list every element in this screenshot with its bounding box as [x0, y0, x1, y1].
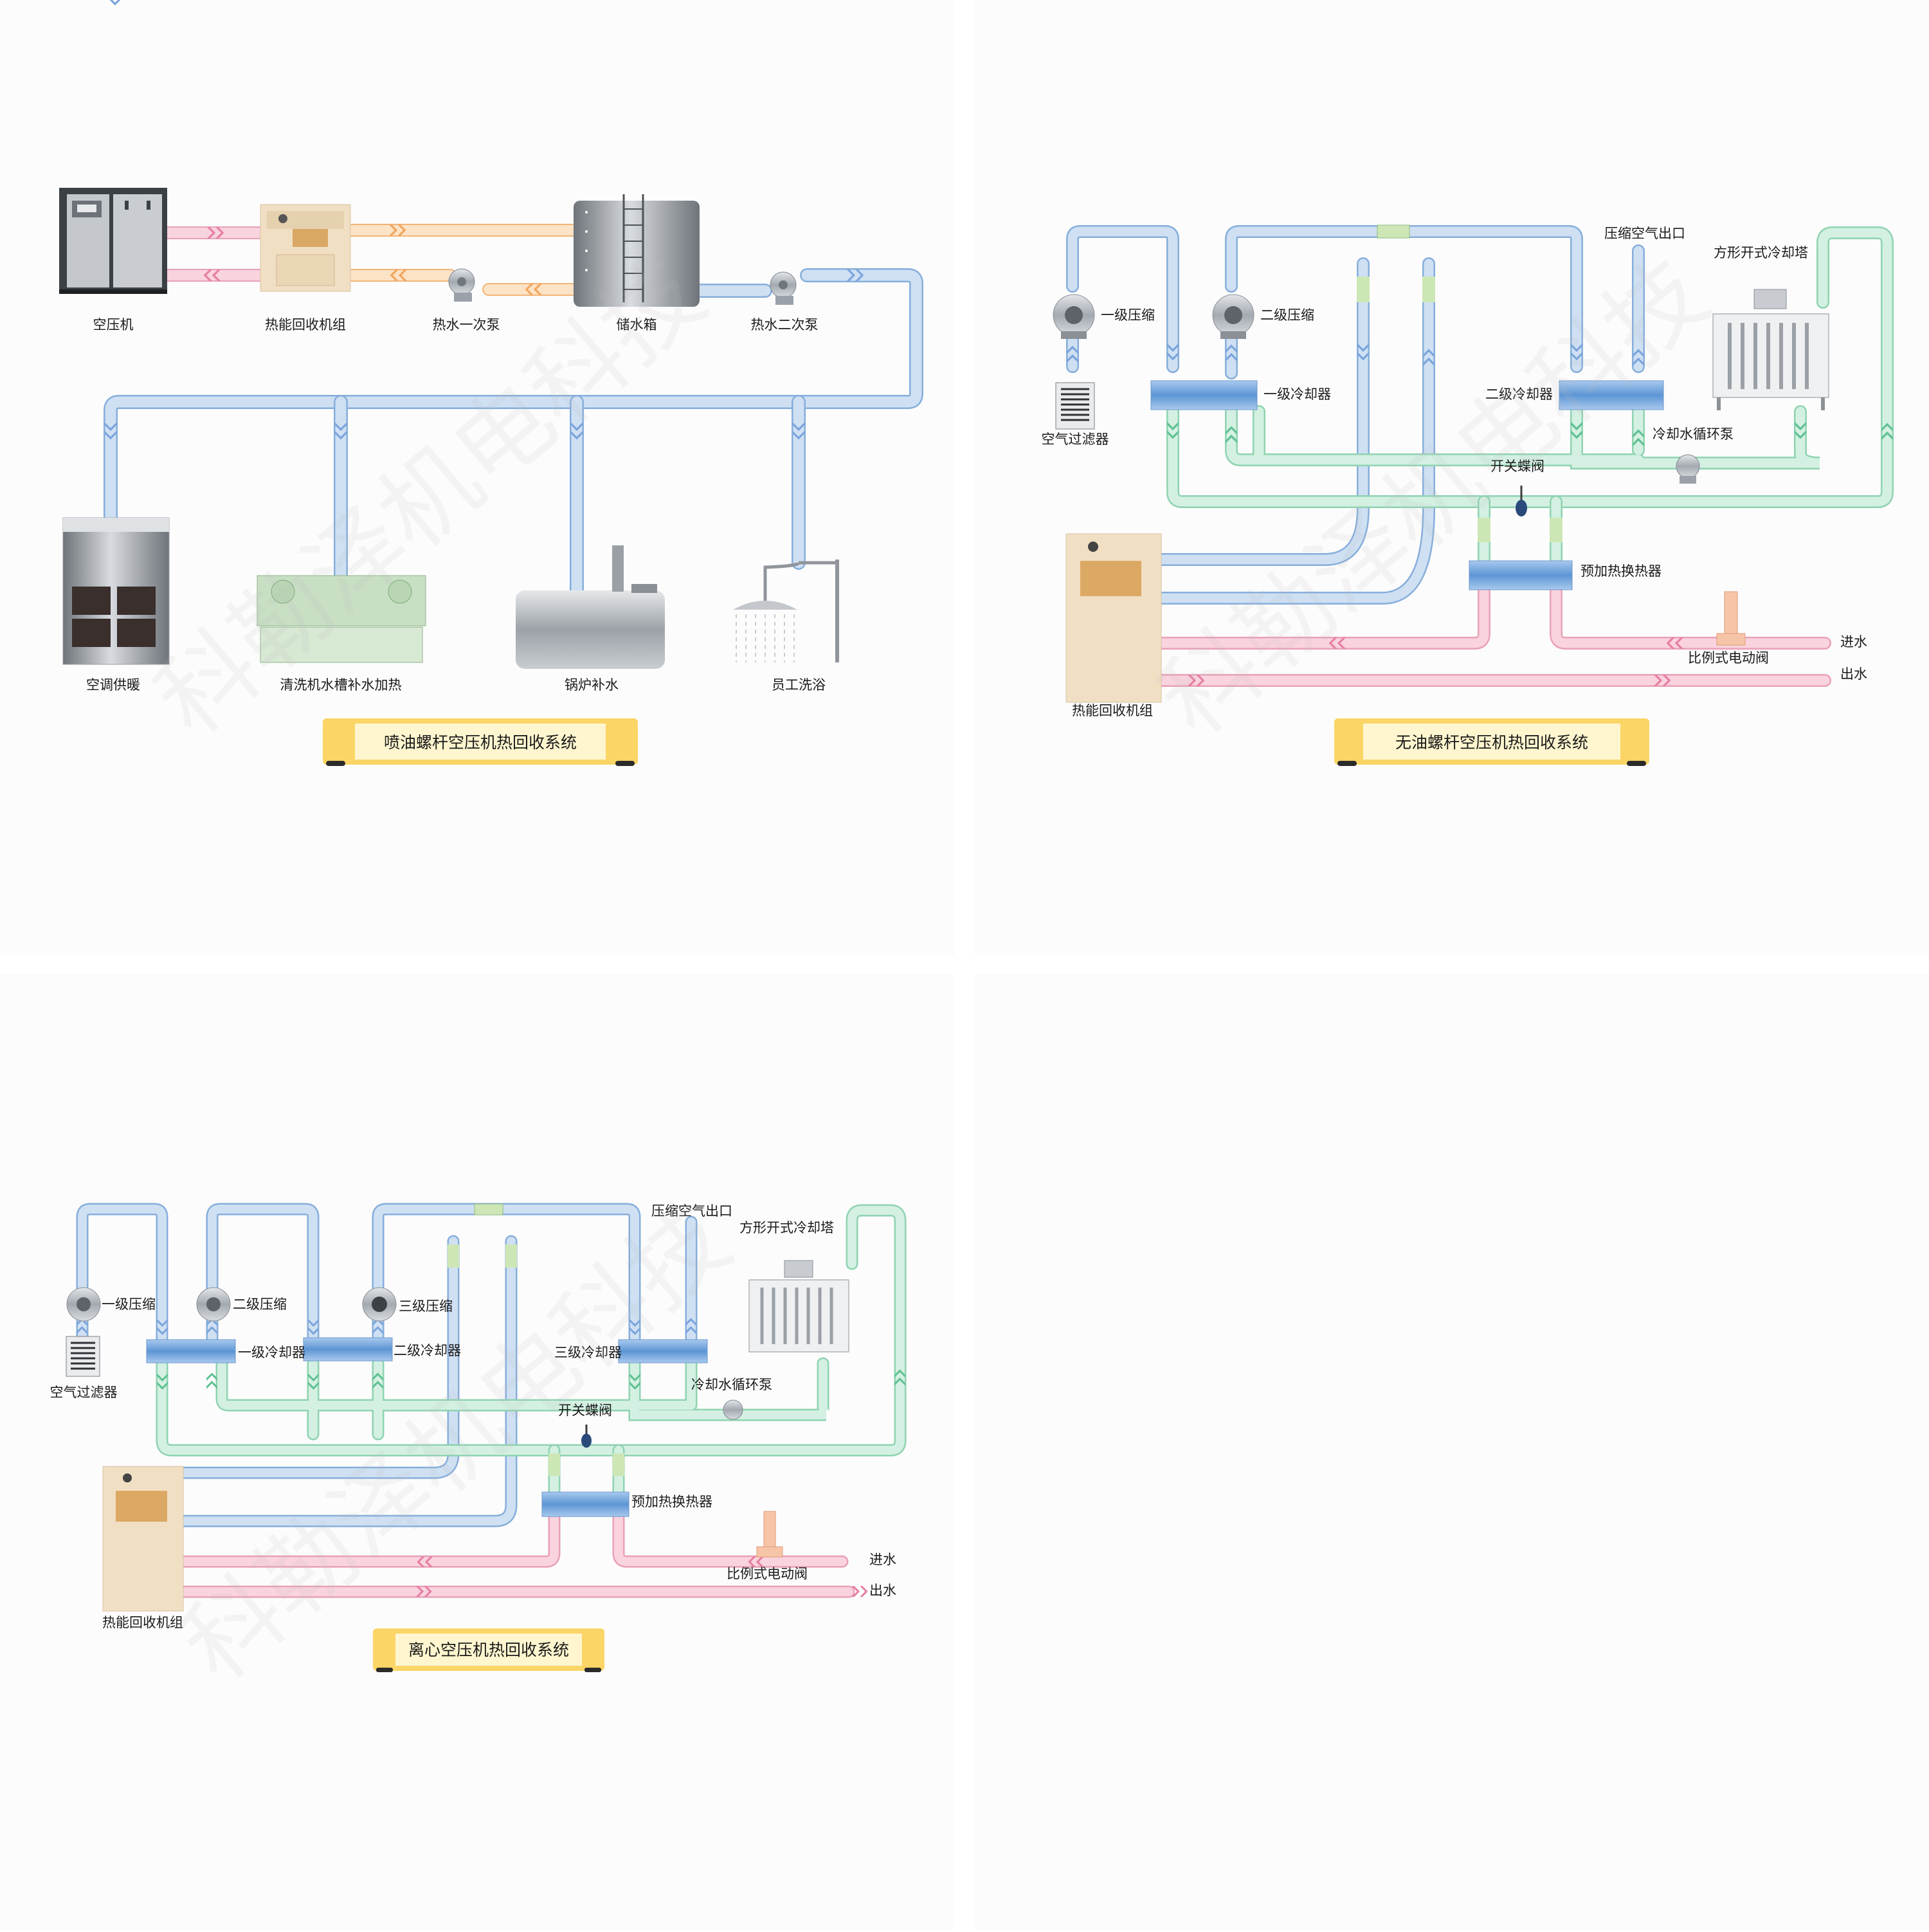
cooling-tower	[1712, 289, 1829, 410]
title-oilfree: 无油螺杆空压机热回收系统	[1395, 733, 1588, 752]
label-compressor: 空压机	[93, 317, 134, 333]
air-compressor	[59, 188, 167, 294]
label-centrifugal-circ-pump: 冷却水循环泵	[691, 1377, 772, 1392]
label-oilfree-cooler1: 一级冷却器	[1263, 387, 1331, 402]
label-secondary-pump: 热水二次泵	[751, 317, 819, 333]
title-scroll-oil: 喷油螺杆空压机热回收系统	[323, 718, 638, 766]
butterfly-valve-icon	[1516, 486, 1527, 516]
centrifugal-preheater	[541, 1491, 629, 1517]
label-washer: 清洗机水槽补水加热	[280, 677, 402, 693]
label-centrifugal-preheater: 预加热换热器	[631, 1494, 712, 1509]
heat-recovery-unit	[260, 204, 351, 292]
label-centrifugal-water-out: 出水	[869, 1583, 896, 1598]
label-centrifugal-stage3: 三级压缩	[399, 1299, 453, 1314]
label-oilfree-air-out: 压缩空气出口	[1604, 226, 1685, 241]
centrifugal-stage3-icon	[362, 1287, 397, 1322]
label-centrifugal-cooler1: 一级冷却器	[238, 1345, 305, 1360]
centrifugal-cooler1	[146, 1339, 236, 1363]
centrifugal-pump-icon	[723, 1399, 743, 1420]
centrifugal-butterfly-icon	[581, 1425, 592, 1448]
label-oilfree-tower: 方形开式冷却塔	[1714, 245, 1808, 260]
air-filter	[1055, 382, 1095, 430]
label-primary-pump: 热水一次泵	[433, 317, 500, 333]
cooler2	[1559, 380, 1664, 410]
label-centrifugal-unit: 热能回收机组	[102, 1615, 183, 1630]
label-oilfree-butterfly: 开关蝶阀	[1490, 459, 1544, 474]
label-oilfree-valve: 比例式电动阀	[1688, 650, 1769, 666]
label-oilfree-stage1: 一级压缩	[1101, 307, 1155, 323]
label-centrifugal-stage2: 二级压缩	[233, 1297, 287, 1312]
label-oilfree-circ-pump: 冷却水循环泵	[1653, 426, 1734, 442]
title-oil: 喷油螺杆空压机热回收系统	[384, 733, 577, 752]
boiler	[516, 545, 665, 669]
preheater-exchanger	[1469, 560, 1573, 590]
primary-pump-icon	[448, 268, 475, 302]
label-centrifugal-water-in: 进水	[869, 1552, 896, 1567]
label-centrifugal-stage1: 一级压缩	[102, 1297, 156, 1312]
label-oilfree-water-in: 进水	[1840, 634, 1867, 650]
shower	[733, 560, 839, 662]
panel-oilfree-bg	[974, 0, 1929, 955]
centrifugal-inline-valves	[448, 1203, 624, 1476]
label-oilfree-stage2: 二级压缩	[1260, 307, 1314, 323]
heat-recovery-unit-2	[1065, 533, 1162, 703]
stage2-compressor-icon	[1212, 294, 1254, 339]
label-centrifugal-butterfly: 开关蝶阀	[558, 1403, 612, 1418]
label-oilfree-water-out: 出水	[1840, 666, 1867, 682]
label-heat-recovery: 热能回收机组	[265, 317, 346, 333]
label-oilfree-preheater: 预加热换热器	[1580, 563, 1662, 579]
label-tank: 储水箱	[617, 317, 657, 333]
label-centrifugal-tower: 方形开式冷却塔	[739, 1220, 834, 1235]
title-scroll-centrifugal: 离心空压机热回收系统	[373, 1628, 604, 1672]
centrifugal-stage1-icon	[66, 1287, 101, 1322]
title-centrifugal: 离心空压机热回收系统	[408, 1641, 569, 1659]
storage-tank	[574, 194, 700, 307]
centrifugal-heat-recovery-unit	[102, 1466, 184, 1612]
label-centrifugal-cooler2: 二级冷却器	[394, 1343, 461, 1358]
label-oilfree-unit: 热能回收机组	[1072, 703, 1153, 718]
title-scroll-oilfree: 无油螺杆空压机热回收系统	[1334, 718, 1649, 766]
label-hvac: 空调供暖	[86, 677, 140, 693]
label-oilfree-filter: 空气过滤器	[1042, 432, 1109, 447]
panel-oil: 空压机 热能回收机组 热水一次泵 储水箱 热水二次泵 空调供暖 清洗机水槽补水加…	[59, 0, 923, 766]
centrifugal-cooling-tower	[748, 1260, 849, 1353]
hvac-unit	[62, 517, 170, 665]
panel-empty-bg	[974, 974, 1929, 1929]
label-centrifugal-filter: 空气过滤器	[50, 1385, 118, 1400]
stage1-compressor-icon	[1053, 294, 1095, 339]
inline-valves-oilfree	[1357, 224, 1562, 542]
centrifugal-cooler3	[618, 1339, 708, 1363]
label-boiler: 锅炉补水	[565, 677, 619, 693]
label-centrifugal-cooler3: 三级冷却器	[554, 1345, 622, 1360]
centrifugal-air-filter	[66, 1336, 100, 1377]
proportional-valve-icon	[1716, 591, 1746, 646]
centrifugal-stage2-icon	[196, 1287, 231, 1322]
label-oilfree-cooler2: 二级冷却器	[1485, 387, 1553, 402]
secondary-pump-icon	[770, 271, 797, 305]
label-centrifugal-air-out: 压缩空气出口	[651, 1203, 732, 1219]
panel-oilfree: 一级压缩 二级压缩 空气过滤器 一级冷却器 二级冷却器 压缩空气出口 方形开式冷…	[1042, 224, 1894, 766]
centrifugal-valve-icon	[756, 1511, 783, 1558]
washer-tank	[257, 575, 426, 663]
cooler1	[1150, 380, 1258, 410]
circulation-pump-icon	[1676, 454, 1700, 484]
panel-centrifugal: 一级压缩 二级压缩 三级压缩 空气过滤器 一级冷却器 二级冷却器 三级冷却器 压…	[50, 1203, 907, 1672]
centrifugal-cooler2	[303, 1337, 393, 1362]
label-shower: 员工洗浴	[772, 677, 826, 693]
label-centrifugal-valve: 比例式电动阀	[727, 1566, 808, 1581]
